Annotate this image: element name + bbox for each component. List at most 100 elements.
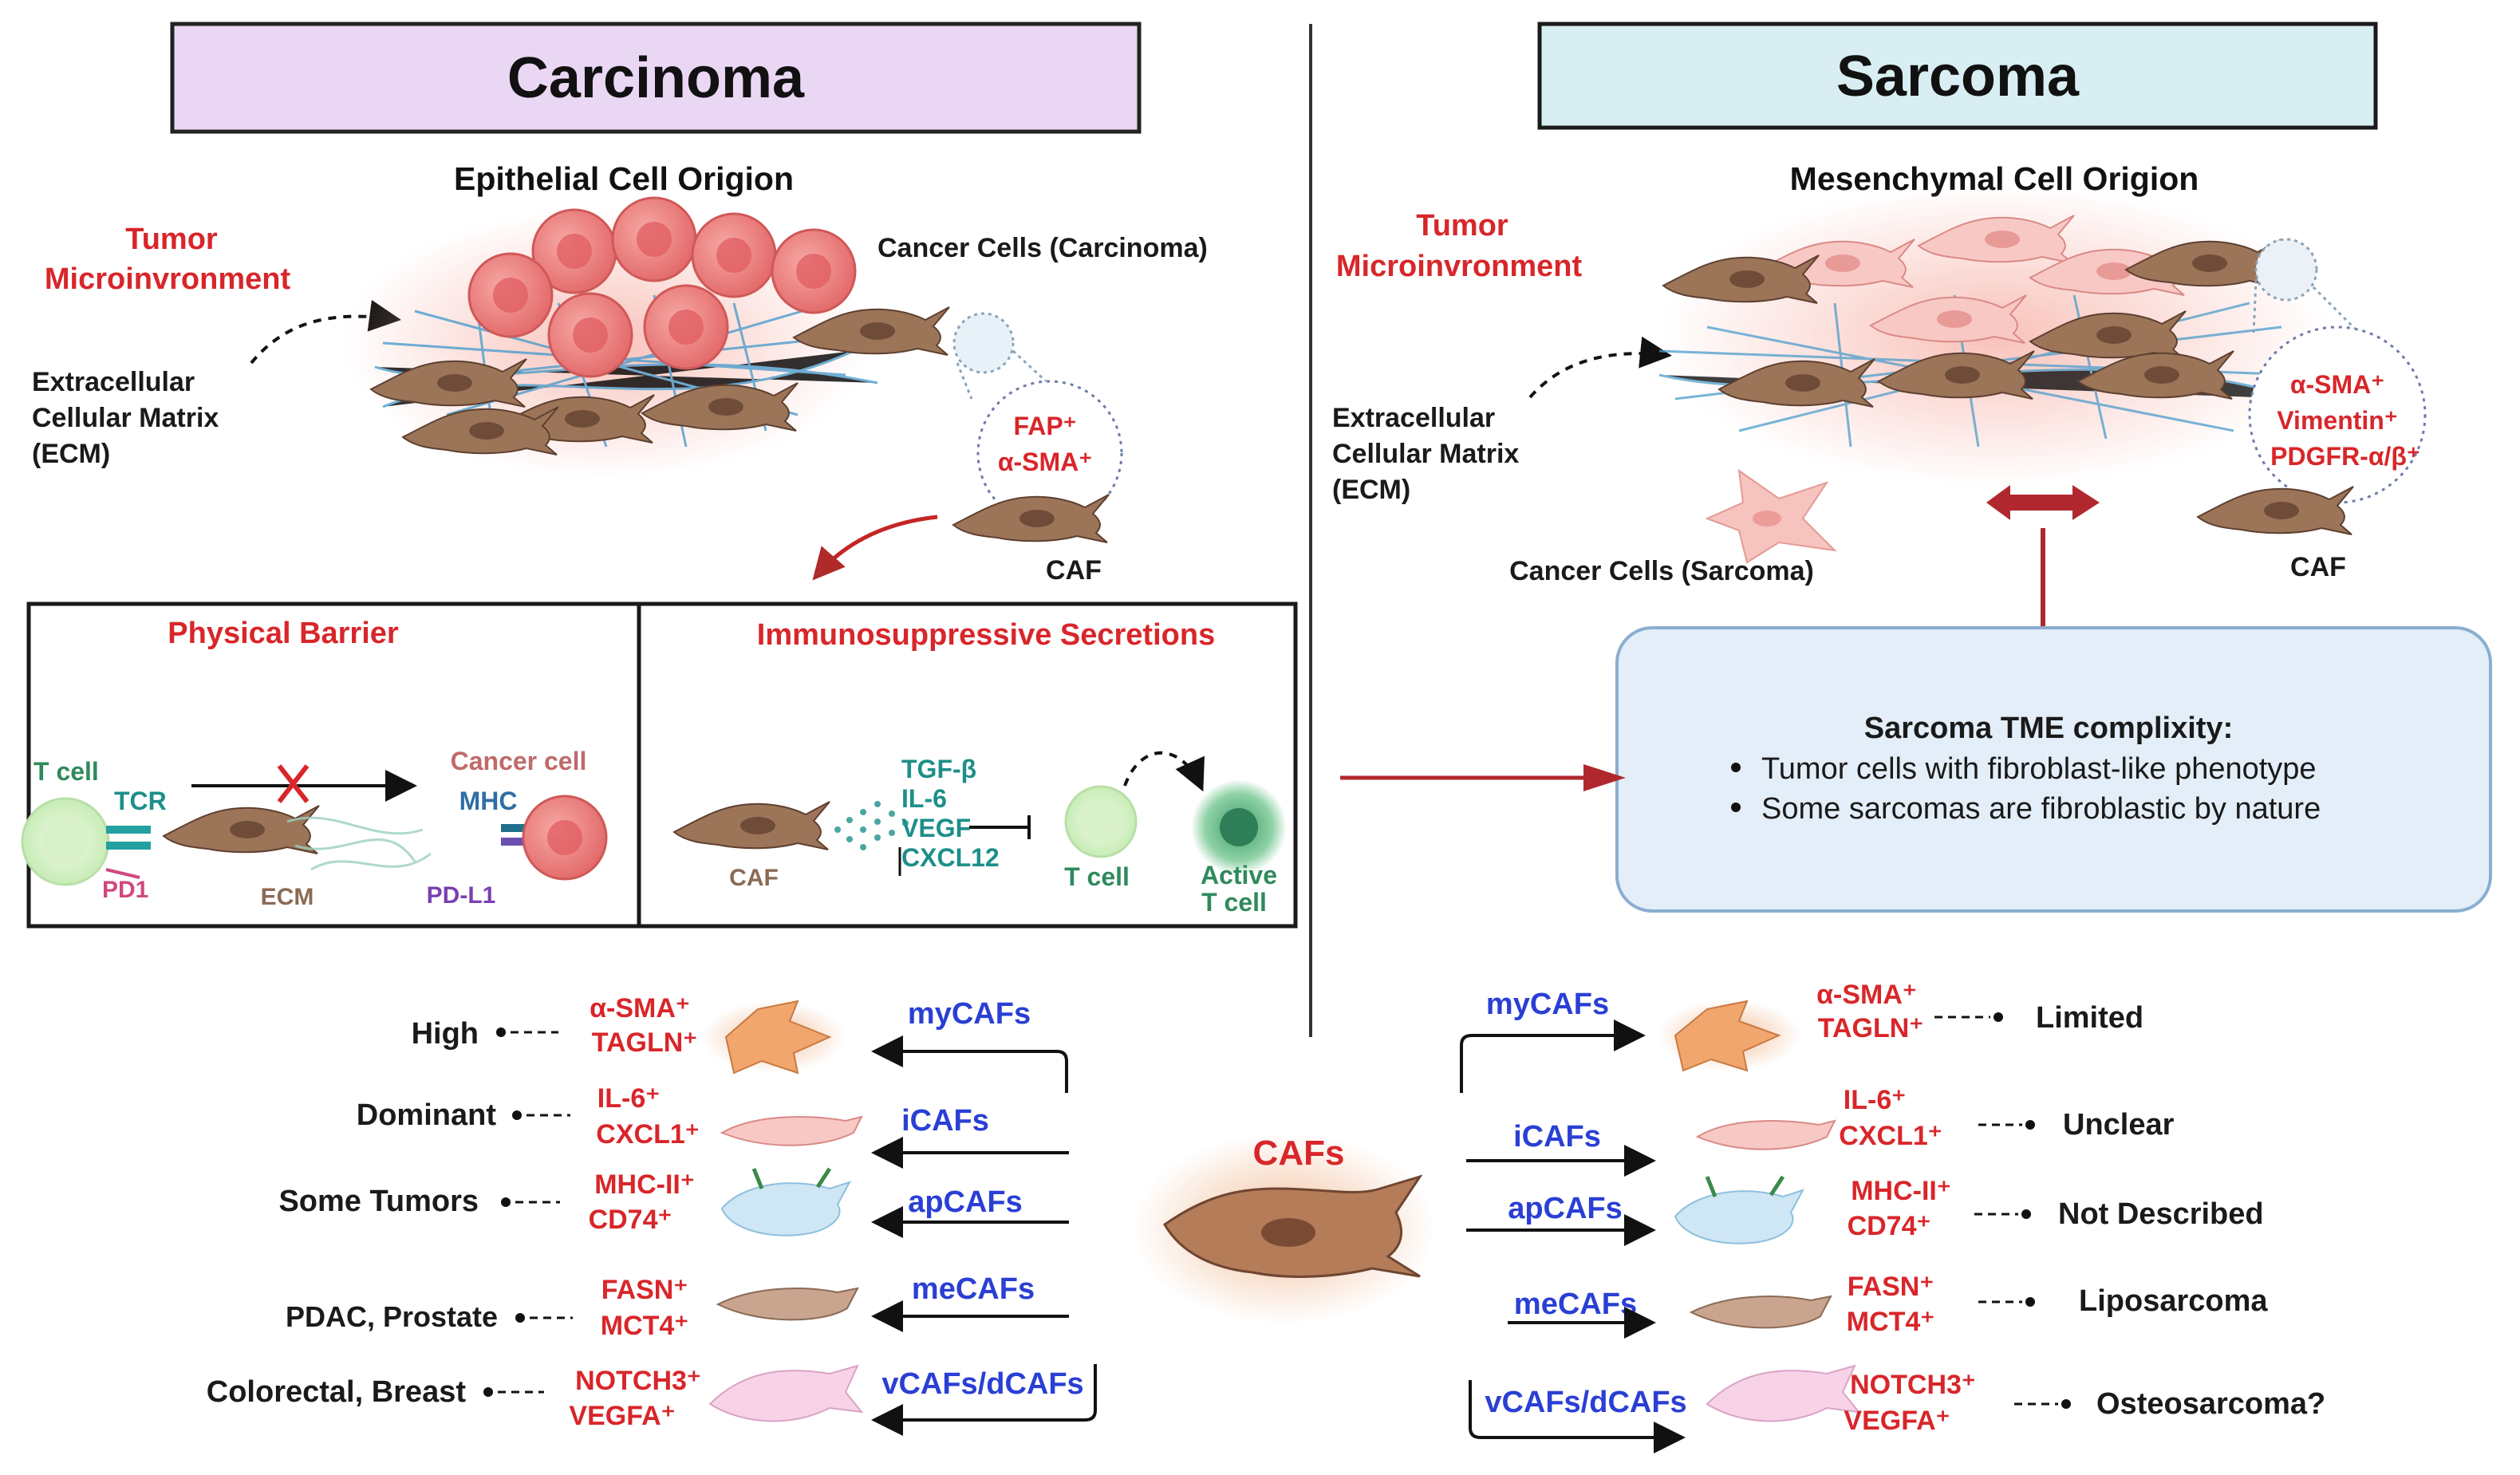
factor-il6: IL-6 [901, 784, 947, 813]
caf-to-mechanisms-arrow [812, 515, 938, 581]
subtype-row-vcafs: Colorectal, Breast NOTCH3⁺ VEGFA⁺ vCAFs/… [207, 1364, 2325, 1453]
carcinoma-marker-fap: FAP⁺ [1013, 412, 1076, 440]
sarcoma-ecm-line1: Extracellular [1332, 403, 1495, 433]
carcinoma-mecaf-icon [716, 1287, 859, 1321]
barrier-pdl1-label: PD-L1 [427, 882, 496, 909]
secretions-active-line1: Active [1201, 861, 1277, 889]
sarcoma-mecafs-marker-1: FASN⁺ [1848, 1272, 1934, 1302]
carcinoma-icafs-prevalence: Dominant [357, 1098, 497, 1132]
tme-pointer-arrow [250, 299, 401, 365]
subtype-row-mycafs: High α-SMA⁺ TAGLN⁺ myCAFs myCAFs α-SMA⁺ … [412, 980, 2143, 1093]
sarcoma-mycafs-marker-1: α-SMA⁺ [1816, 980, 1917, 1010]
carcinoma-mycafs-name: myCAFs [908, 997, 1031, 1031]
carcinoma-vcafs-marker-1: NOTCH3⁺ [575, 1366, 701, 1396]
sarcoma-icafs-name: iCAFs [1513, 1120, 1601, 1154]
secretions-panel: Immunosuppressive Secretions CAF TGF-β I… [637, 601, 1298, 929]
secretions-tcell-label: T cell [1064, 862, 1130, 891]
sarcoma-apcaf-icon [1674, 1189, 1805, 1244]
zoom-source-circle [952, 312, 1015, 374]
complexity-box: Sarcoma TME complixity: Tumor cells with… [1615, 626, 2492, 913]
carcinoma-icafs-name: iCAFs [901, 1104, 989, 1138]
to-complexity-arrow [1340, 764, 1626, 791]
carcinoma-caf-label: CAF [1046, 555, 1102, 586]
sarcoma-marker-vimentin: Vimentin⁺ [2277, 406, 2397, 435]
complexity-bullet-1: Tumor cells with fibroblast-like phenoty… [1761, 752, 2317, 786]
carcinoma-vcafs-prevalence: Colorectal, Breast [207, 1375, 467, 1409]
carcinoma-title: Carcinoma [507, 46, 805, 110]
sarcoma-marker-asma: α-SMA⁺ [2290, 370, 2384, 399]
physical-barrier-panel: Physical Barrier T cell TCR PD1 ECM Canc… [21, 601, 641, 929]
carcinoma-apcafs-marker-1: MHC-II⁺ [594, 1169, 695, 1200]
sarcoma-cancer-cell-icon [1705, 468, 1837, 564]
carcinoma-vcafs-marker-2: VEGFA⁺ [569, 1401, 675, 1431]
carcinoma-ecm-line3: (ECM) [32, 439, 110, 469]
sarcoma-zoom-source-circle [2254, 238, 2318, 302]
carcinoma-mecafs-name: meCAFs [912, 1272, 1035, 1306]
barrier-ecm-label: ECM [261, 884, 314, 910]
carcinoma-tumor-illustration [343, 196, 950, 479]
carcinoma-icafs-marker-2: CXCL1⁺ [596, 1119, 699, 1150]
subtype-row-icafs: Dominant IL-6⁺ CXCL1⁺ iCAFs iCAFs IL-6⁺ … [357, 1083, 2175, 1177]
sarcoma-apcafs-prevalence: Not Described [2058, 1197, 2264, 1231]
carcinoma-ecm-line2: Cellular Matrix [32, 403, 219, 433]
sarcoma-icafs-marker-1: IL-6⁺ [1844, 1085, 1906, 1115]
carcinoma-vcaf-icon [708, 1364, 864, 1422]
carcinoma-ecm-line1: Extracellular [32, 367, 195, 397]
secretions-title: Immunosuppressive Secretions [757, 618, 1215, 652]
sarcoma-apcafs-marker-1: MHC-II⁺ [1851, 1176, 1951, 1206]
sarcoma-mycafs-name: myCAFs [1486, 988, 1609, 1021]
carcinoma-apcaf-icon [720, 1181, 852, 1236]
sarcoma-tumor-illustration [1658, 183, 2329, 487]
activation-arrow [1123, 751, 1205, 792]
carcinoma-mycafs-marker-1: α-SMA⁺ [590, 993, 690, 1023]
factor-cxcl12: CXCL12 [901, 843, 1000, 872]
carcinoma-origin: Epithelial Cell Origion [454, 160, 794, 197]
sarcoma-mecafs-name: meCAFs [1514, 1288, 1637, 1321]
central-caf: CAFs [1133, 1133, 1436, 1324]
barrier-tcr-label: TCR [114, 787, 167, 815]
carcinoma-marker-asma: α-SMA⁺ [998, 448, 1092, 476]
sarcoma-icafs-prevalence: Unclear [2063, 1108, 2175, 1142]
barrier-cancer-cell-label: Cancer cell [451, 747, 587, 775]
sarcoma-cancer-cells-label: Cancer Cells (Sarcoma) [1509, 556, 1814, 586]
carcinoma-tme-line2: Microinvronment [45, 262, 291, 296]
carcinoma-apcafs-prevalence: Some Tumors [278, 1185, 479, 1218]
ecm-fibers [286, 816, 432, 871]
block-x-icon [277, 764, 310, 803]
carcinoma-tme-line1: Tumor [125, 223, 218, 256]
carcinoma-mecafs-marker-2: MCT4⁺ [601, 1311, 689, 1341]
barrier-title: Physical Barrier [168, 617, 399, 650]
sarcoma-tme-line1: Tumor [1416, 209, 1508, 243]
sarcoma-vcafs-marker-1: NOTCH3⁺ [1850, 1370, 1976, 1400]
sarcoma-vcafs-marker-2: VEGFA⁺ [1844, 1406, 1950, 1436]
carcinoma-cancer-cells-label: Cancer Cells (Carcinoma) [877, 233, 1208, 263]
complexity-bullet-2: Some sarcomas are fibroblastic by nature [1761, 792, 2321, 826]
sarcoma-vcafs-name: vCAFs/dCAFs [1485, 1386, 1686, 1419]
carcinoma-apcafs-marker-2: CD74⁺ [589, 1205, 672, 1235]
sarcoma-marker-pdgfr: PDGFR-α/β⁺ [2270, 442, 2420, 471]
carcinoma-icafs-marker-1: IL-6⁺ [597, 1083, 660, 1114]
carcinoma-mecafs-prevalence: PDAC, Prostate [286, 1300, 498, 1333]
sarcoma-mycafs-prevalence: Limited [2036, 1001, 2143, 1035]
complexity-title: Sarcoma TME complixity: [1864, 712, 2233, 745]
carcinoma-mycafs-prevalence: High [412, 1017, 479, 1051]
double-arrow [1986, 485, 2100, 520]
cancer-cell-target-icon [522, 795, 608, 881]
sarcoma-vcaf-icon [1706, 1364, 1861, 1422]
secretion-dots [834, 801, 909, 850]
sarcoma-icaf-icon [1695, 1119, 1836, 1150]
sarcoma-mycaf-icon [1674, 1000, 1781, 1072]
carcinoma-vcafs-name: vCAFs/dCAFs [881, 1367, 1083, 1401]
carcinoma-header: Carcinoma [170, 22, 1142, 134]
sarcoma-title: Sarcoma [1836, 45, 2080, 108]
barrier-tcell-label: T cell [34, 757, 99, 786]
carcinoma-mycaf-icon [724, 1000, 832, 1075]
sarcoma-vcafs-prevalence: Osteosarcoma? [2096, 1387, 2325, 1421]
center-cafs-label: CAFs [1253, 1134, 1345, 1173]
carcinoma-icaf-icon [720, 1115, 863, 1146]
factor-tgfb: TGF-β [901, 755, 976, 783]
sarcoma-mecafs-marker-2: MCT4⁺ [1847, 1307, 1935, 1337]
barrier-pd1-label: PD1 [102, 877, 148, 903]
